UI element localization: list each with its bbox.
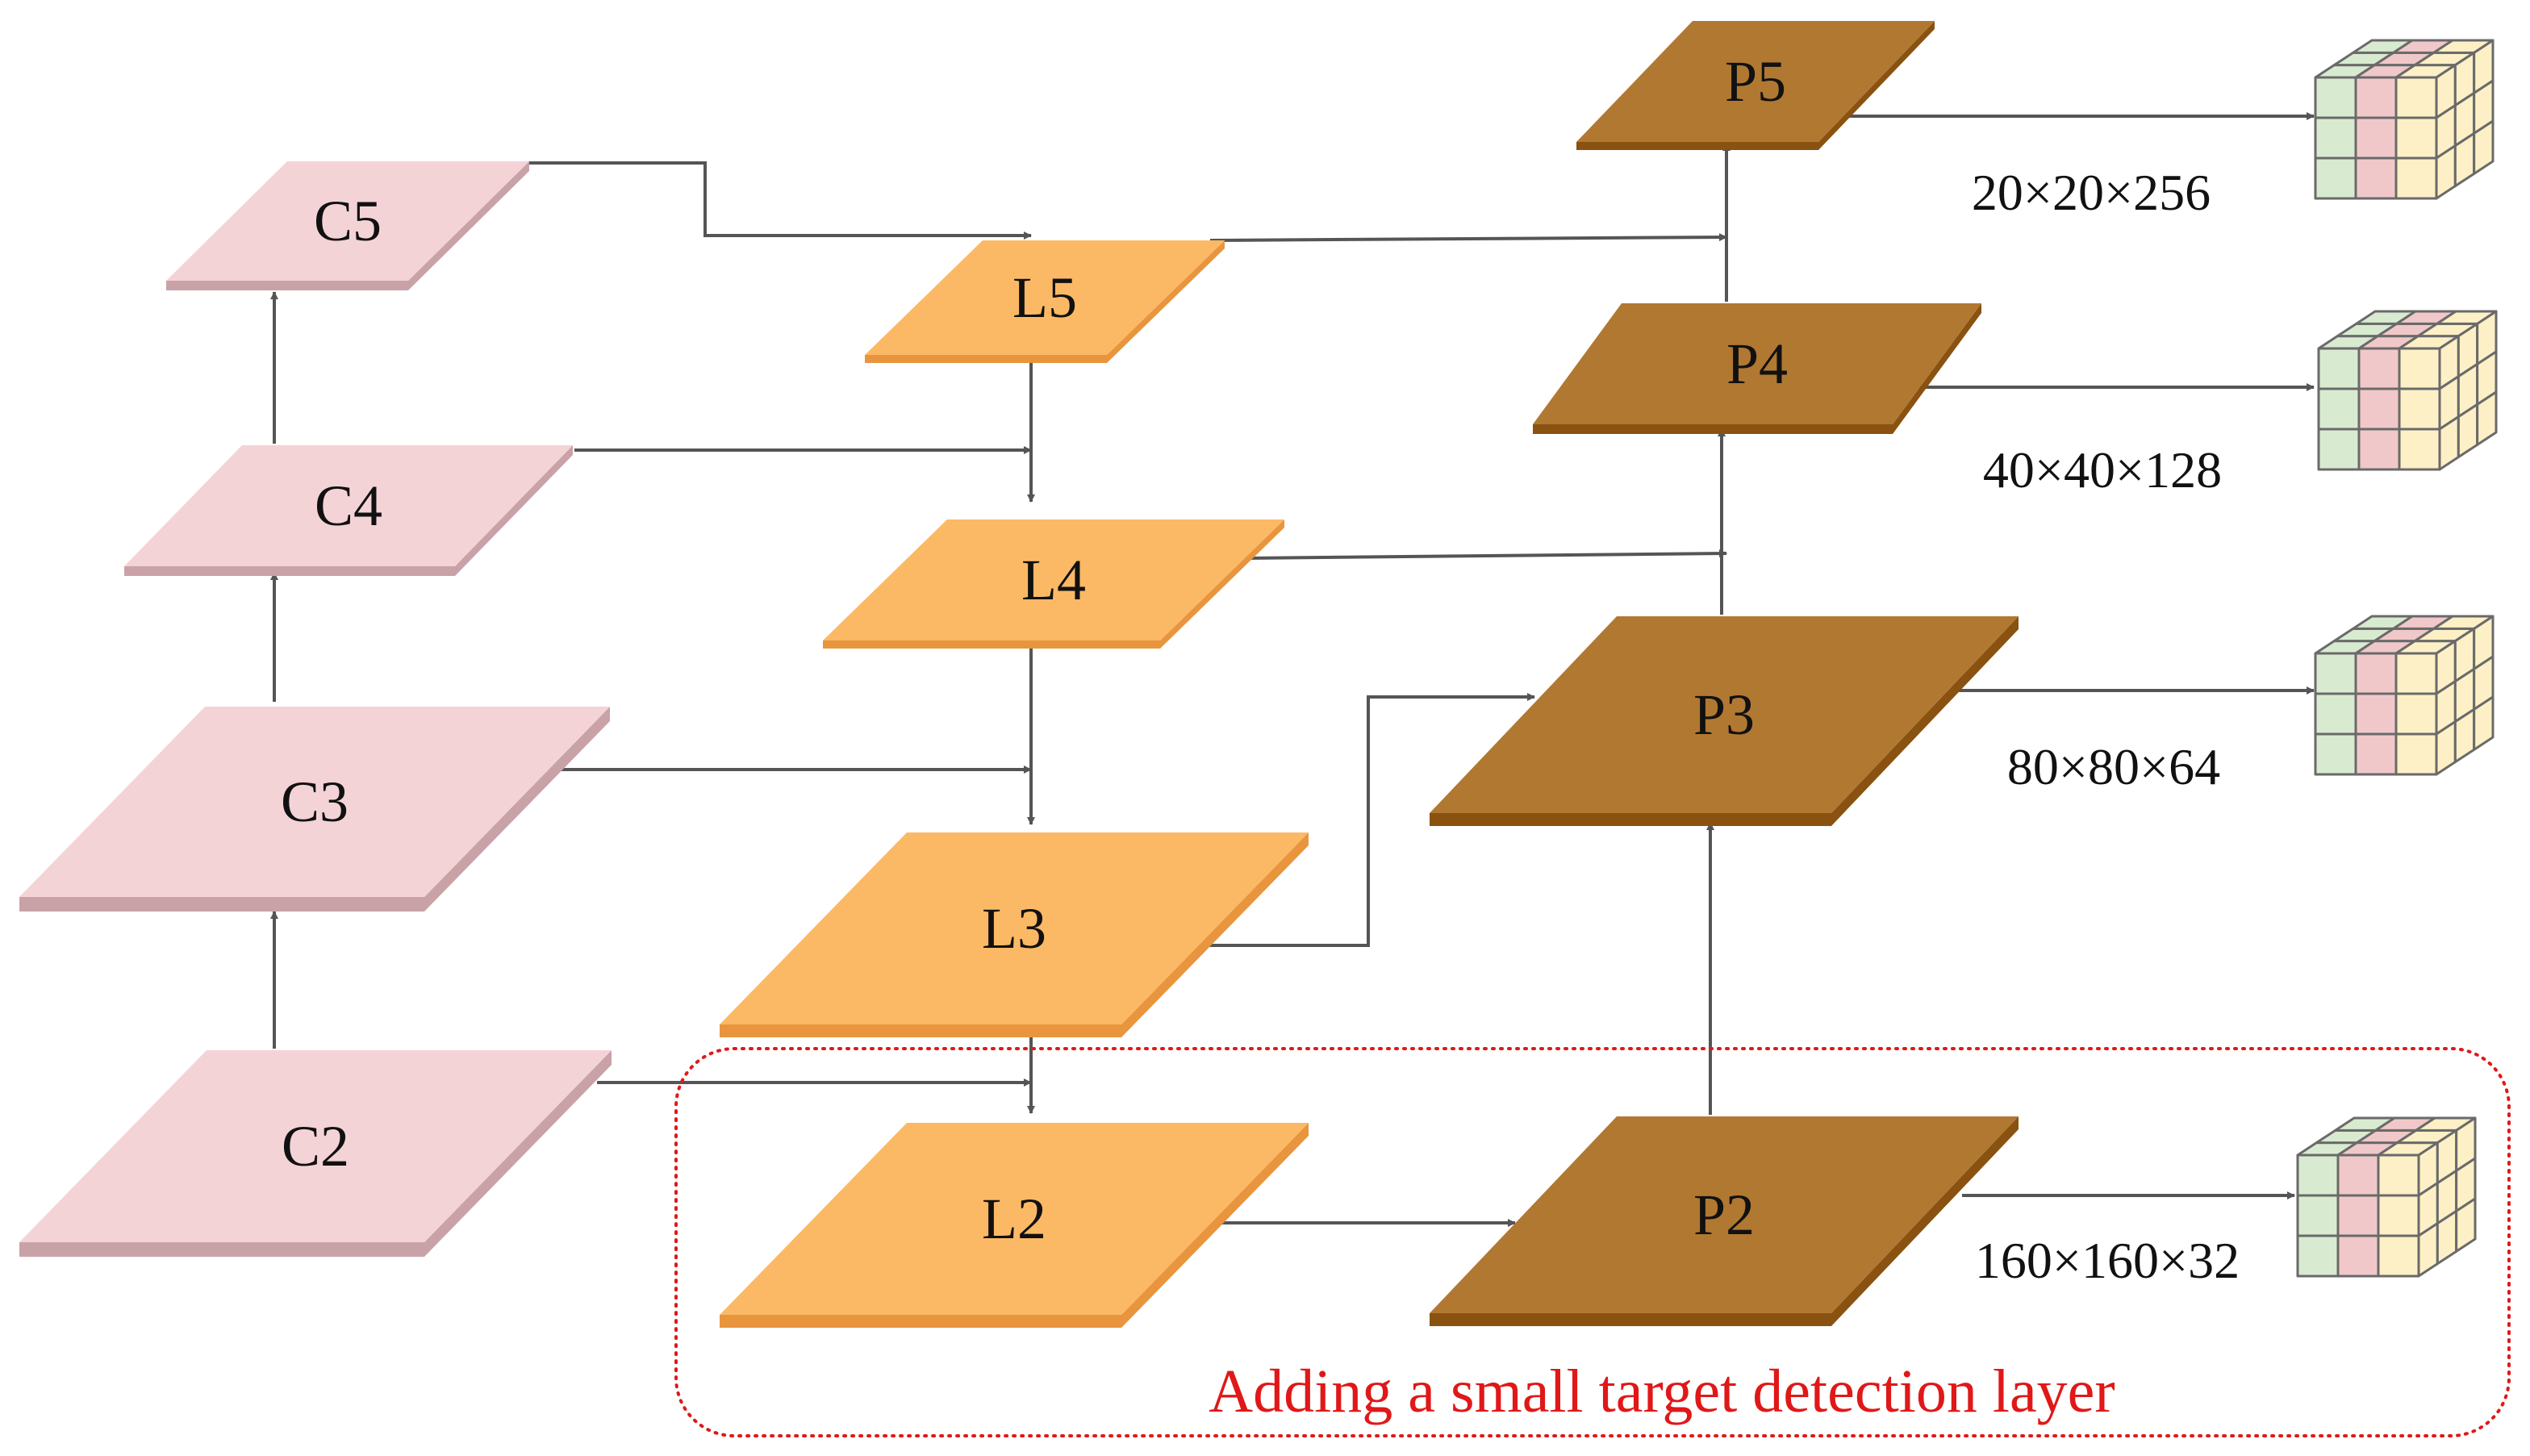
plate-p5: P5 — [1576, 21, 1935, 150]
plate-top-face — [1430, 616, 2019, 813]
plate-label: L5 — [1012, 265, 1077, 330]
plate-top-face — [720, 1123, 1309, 1315]
output-out5: 20×20×256 — [1972, 39, 2495, 221]
plate-l2: L2 — [720, 1123, 1309, 1328]
plate-front-edge — [823, 640, 1160, 649]
tensor-cube-icon — [2296, 1116, 2477, 1278]
output-out4: 40×40×128 — [1983, 310, 2498, 499]
tensor-cube-icon — [2317, 310, 2498, 471]
plate-front-edge — [124, 566, 455, 576]
output-out3: 80×80×64 — [2007, 615, 2495, 795]
plate-side-edge — [1121, 1123, 1309, 1328]
plate-side-edge — [424, 707, 610, 912]
tensor-cube-icon — [2314, 39, 2495, 200]
plate-top-face — [124, 445, 573, 566]
plate-label: L3 — [982, 896, 1046, 961]
plate-label: L4 — [1021, 548, 1086, 612]
small-target-region: Adding a small target detection layer — [674, 1047, 2511, 1437]
region-label: Adding a small target detection layer — [1209, 1358, 2115, 1425]
plate-top-face — [823, 519, 1284, 640]
plate-c3: C3 — [19, 707, 610, 912]
plate-label: L2 — [982, 1187, 1046, 1251]
region-outline — [674, 1047, 2511, 1437]
plate-l5: L5 — [865, 240, 1225, 363]
plate-side-edge — [424, 1050, 612, 1257]
plate-label: C5 — [314, 189, 382, 253]
output-out2: 160×160×32 — [1975, 1116, 2477, 1289]
plate-side-edge — [1818, 21, 1935, 150]
output-tensors: 20×20×256 40×40×128 80×80×64 160×160×32 — [1972, 39, 2498, 1289]
plate-side-edge — [1160, 519, 1284, 649]
plate-side-edge — [1107, 240, 1225, 363]
plate-front-edge — [1430, 813, 1831, 826]
plate-top-face — [1430, 1116, 2019, 1313]
plate-side-edge — [1893, 303, 1981, 434]
plate-c2: C2 — [19, 1050, 612, 1257]
output-dims-label: 20×20×256 — [1972, 164, 2211, 221]
plate-p3: P3 — [1430, 616, 2019, 826]
plate-front-edge — [865, 355, 1107, 363]
output-dims-label: 80×80×64 — [2007, 738, 2220, 795]
plate-front-edge — [720, 1315, 1121, 1328]
plate-l3: L3 — [720, 832, 1309, 1037]
plate-label: P5 — [1725, 49, 1786, 114]
plate-front-edge — [1576, 142, 1818, 150]
plate-label: P2 — [1693, 1183, 1755, 1247]
arrow-l3-to-p3 — [1202, 693, 1535, 947]
plate-top-face — [19, 707, 610, 897]
plate-side-edge — [1121, 832, 1309, 1037]
plate-label: P3 — [1693, 682, 1755, 747]
plate-l4: L4 — [823, 519, 1284, 649]
tensor-cube-icon — [2314, 615, 2495, 776]
plate-side-edge — [1831, 1116, 2019, 1326]
plate-label: C4 — [315, 474, 382, 538]
plate-top-face — [19, 1050, 612, 1242]
plate-front-edge — [19, 897, 424, 912]
arrow-c5-to-l5 — [528, 161, 1032, 240]
plate-front-edge — [1430, 1313, 1831, 1326]
plate-top-face — [720, 832, 1309, 1024]
plate-front-edge — [166, 281, 408, 290]
connector-arrows — [270, 112, 2315, 1227]
plate-side-edge — [408, 161, 529, 290]
plate-top-face — [865, 240, 1225, 355]
plate-top-face — [166, 161, 529, 281]
plate-front-edge — [19, 1242, 424, 1257]
plate-label: C2 — [282, 1114, 349, 1179]
output-dims-label: 160×160×32 — [1975, 1232, 2240, 1289]
plate-p4: P4 — [1533, 303, 1981, 434]
plate-side-edge — [455, 445, 573, 576]
plate-top-face — [1576, 21, 1935, 142]
plate-c4: C4 — [124, 445, 573, 576]
arrow-l5-to-p5 — [1209, 233, 1727, 242]
plate-side-edge — [1831, 616, 2019, 826]
plate-top-face — [1533, 303, 1981, 424]
plate-c5: C5 — [166, 161, 529, 290]
output-dims-label: 40×40×128 — [1983, 441, 2222, 499]
plate-label: C3 — [281, 770, 349, 834]
plate-label: P4 — [1726, 332, 1788, 396]
plate-front-edge — [720, 1024, 1121, 1037]
arrow-l4-to-p4 — [1246, 549, 1727, 560]
plate-front-edge — [1533, 424, 1893, 434]
plate-p2: P2 — [1430, 1116, 2019, 1326]
